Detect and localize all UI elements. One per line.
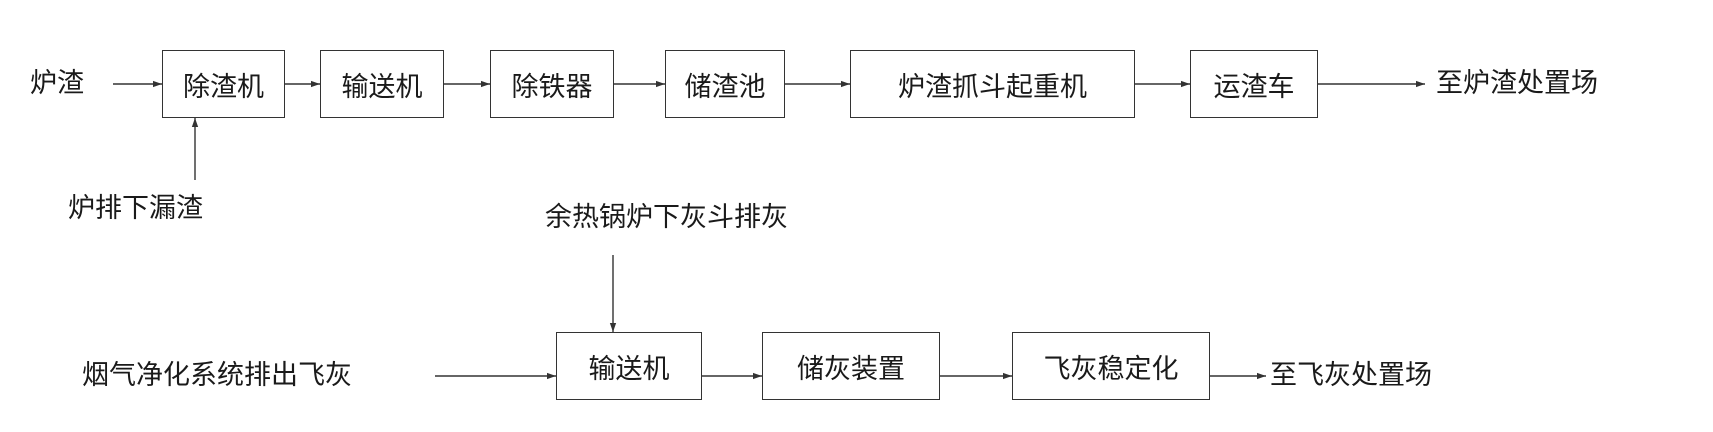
slag-box-5: 炉渣抓斗起重机 xyxy=(850,50,1135,118)
ash-destination-label: 至飞灰处置场 xyxy=(1270,360,1432,391)
slag-source-label: 炉渣 xyxy=(30,68,84,99)
slag-box-1: 除渣机 xyxy=(162,50,285,118)
boiler-hopper-label: 余热锅炉下灰斗排灰 xyxy=(545,202,788,233)
slag-destination-label: 至炉渣处置场 xyxy=(1436,68,1598,99)
slag-box-6: 运渣车 xyxy=(1190,50,1318,118)
slag-box-6-label: 运渣车 xyxy=(1213,71,1295,103)
grate-leak-label: 炉排下漏渣 xyxy=(68,193,203,224)
ash-source-label: 烟气净化系统排出飞灰 xyxy=(82,360,352,391)
slag-box-3: 除铁器 xyxy=(490,50,614,118)
ash-box-3-label: 飞灰稳定化 xyxy=(1043,353,1179,385)
slag-box-1-label: 除渣机 xyxy=(183,71,264,103)
slag-box-2-label: 输送机 xyxy=(341,71,423,103)
ash-box-1: 输送机 xyxy=(556,332,702,400)
slag-box-5-label: 炉渣抓斗起重机 xyxy=(898,71,1087,103)
ash-box-2: 储灰装置 xyxy=(762,332,940,400)
slag-box-2: 输送机 xyxy=(320,50,444,118)
slag-box-3-label: 除铁器 xyxy=(511,71,593,103)
slag-box-4: 储渣池 xyxy=(665,50,785,118)
ash-box-1-label: 输送机 xyxy=(588,353,670,385)
slag-box-4-label: 储渣池 xyxy=(684,71,766,103)
ash-box-2-label: 储灰装置 xyxy=(797,353,905,385)
ash-box-3: 飞灰稳定化 xyxy=(1012,332,1210,400)
